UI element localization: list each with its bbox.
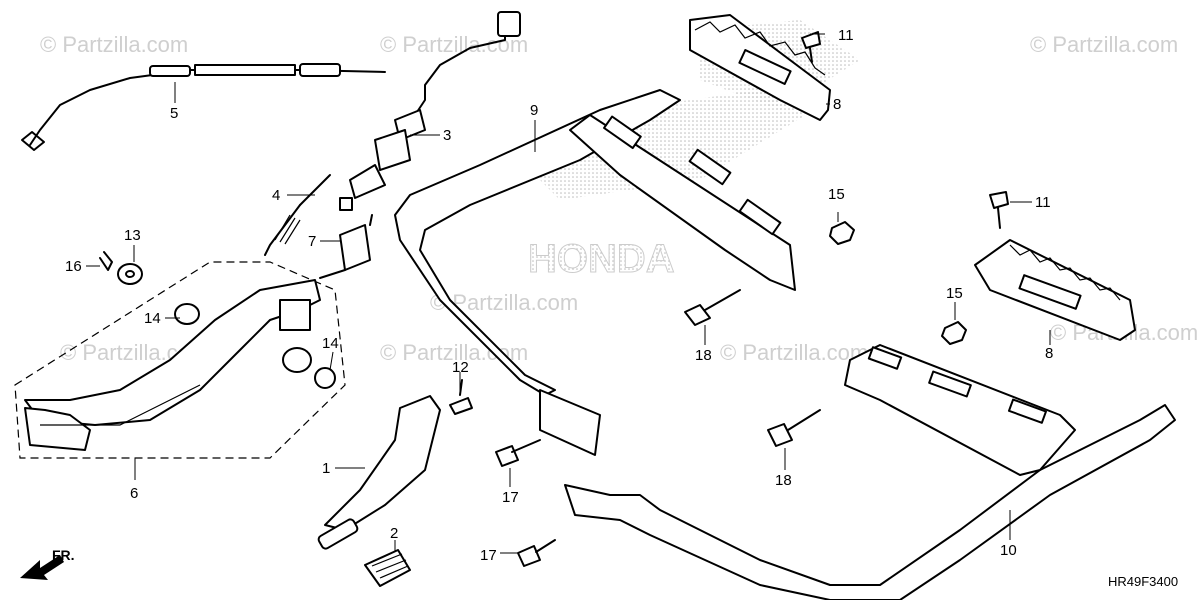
brake-cable-part-5: [21, 63, 386, 151]
watermark-text: © Partzilla.com: [1030, 32, 1178, 57]
callout-5: 5: [170, 105, 178, 122]
honda-logo-text: HONDA: [528, 237, 675, 281]
front-direction-indicator: FR.: [20, 547, 75, 580]
pedal-assembly-part-6: [14, 261, 346, 459]
callout-1: 1: [322, 460, 330, 477]
callout-10: 10: [1000, 542, 1017, 559]
nut-part-15-lower: [941, 321, 967, 345]
front-arrow-icon: [20, 555, 64, 580]
watermark-text: © Partzilla.com: [40, 32, 188, 57]
pedal-rubber-part-2: [364, 549, 411, 587]
cotter-pin-part-16: [99, 251, 113, 271]
bolt-part-17-lower: [517, 539, 556, 567]
callout-15-upper: 15: [828, 186, 845, 203]
footpeg-part-8-lower: [974, 239, 1136, 341]
callout-18-upper: 18: [695, 347, 712, 364]
callout-11-lower: 11: [1035, 194, 1051, 211]
callout-12: 12: [452, 359, 469, 376]
bolt-part-18-lower: [767, 409, 821, 447]
callout-7: 7: [308, 233, 316, 250]
callout-18-lower: 18: [775, 472, 792, 489]
spring-part-4: [264, 174, 331, 256]
callout-16: 16: [65, 258, 82, 275]
callout-6: 6: [130, 485, 138, 502]
diagram-code: HR49F3400: [1108, 574, 1178, 589]
brake-switch-part-3: [339, 11, 521, 211]
callout-11-upper: 11: [838, 27, 854, 44]
watermark-text: © Partzilla.com: [720, 340, 868, 365]
leader-lines: [86, 33, 1051, 554]
callout-2: 2: [390, 525, 398, 542]
callout-3: 3: [443, 127, 451, 144]
bolt-part-12: [449, 379, 473, 415]
washer-part-13: [117, 263, 143, 285]
footpeg-guard-part-9: [394, 89, 796, 456]
bolt-part-18-upper: [684, 289, 741, 326]
callout-17-upper: 17: [502, 489, 519, 506]
front-label: FR.: [52, 547, 75, 563]
callout-8-lower: 8: [1045, 345, 1053, 362]
callout-9: 9: [530, 102, 538, 119]
bolt-part-11-lower: [989, 191, 1009, 229]
callout-labels: 1 2 3 4 5 6 7 8 8 9 10 11 11 12 13 14 14…: [65, 27, 1053, 564]
footpeg-guard-part-10: [564, 344, 1176, 600]
callout-14-right: 14: [322, 335, 339, 352]
callout-17-lower: 17: [480, 547, 497, 564]
footpeg-part-8-upper: [689, 14, 831, 121]
callout-8-upper: 8: [833, 96, 841, 113]
brake-pedal-part-1: [317, 395, 441, 550]
bolt-part-17-upper: [495, 439, 541, 467]
callout-4: 4: [272, 187, 280, 204]
callout-15-lower: 15: [946, 285, 963, 302]
callout-14-left: 14: [144, 310, 161, 327]
callout-13: 13: [124, 227, 141, 244]
nut-part-15-upper: [829, 221, 855, 245]
watermark-layer: © Partzilla.com © Partzilla.com © Partzi…: [40, 32, 1198, 365]
return-spring-part-7: [319, 214, 373, 279]
